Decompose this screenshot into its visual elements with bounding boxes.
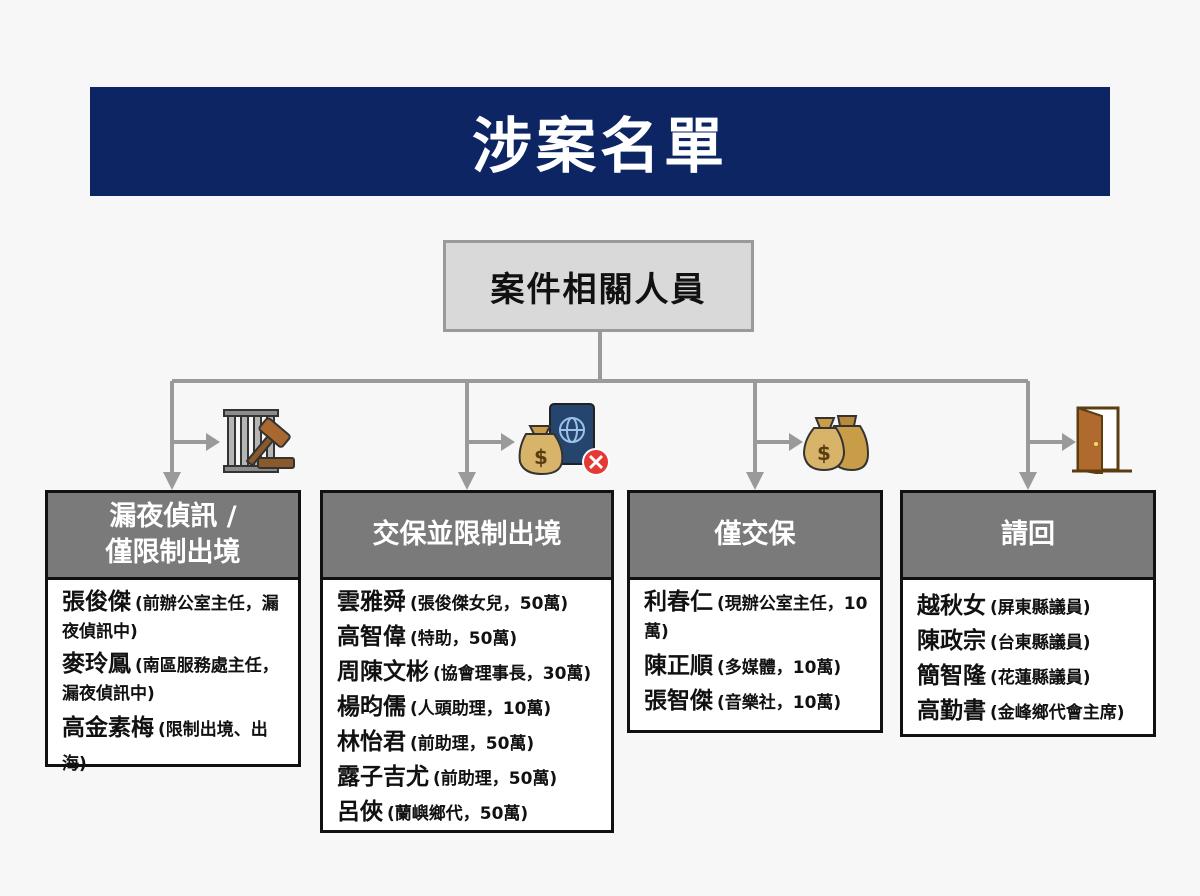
prison-gavel-icon (223, 409, 295, 473)
money-bag-passport-denied-icon: $ (518, 403, 610, 476)
list-item: 陳政宗(台東縣議員) (917, 628, 1091, 654)
list-item: 高金素梅(限制出境、出海) (62, 715, 268, 774)
list-item: 陳正順(多媒體，10萬) (644, 653, 842, 679)
group-header: 請回 (903, 493, 1153, 580)
list-item: 高勤書(金峰鄉代會主席) (917, 698, 1125, 724)
group-card-released: 請回 越秋女(屏東縣議員) 陳政宗(台東縣議員) 簡智隆(花蓮縣議員) 高勤書(… (900, 490, 1156, 737)
group-card-detained: 漏夜偵訊 / 僅限制出境 張俊傑(前辦公室主任，漏夜偵訊中) 麥玲鳳(南區服務處… (45, 490, 301, 774)
list-item: 林怡君(前助理，50萬) (337, 729, 535, 755)
open-door-icon (1072, 406, 1132, 474)
svg-text:$: $ (534, 445, 548, 469)
list-item: 楊昀儒(人頭助理，10萬) (337, 694, 552, 720)
list-item: 簡智隆(花蓮縣議員) (917, 663, 1091, 689)
list-item: 高智偉(特助，50萬) (337, 624, 518, 650)
list-item: 雲雅舜(張俊傑女兒，50萬) (337, 589, 569, 615)
page-title: 涉案名單 (90, 87, 1110, 196)
list-item: 越秋女(屏東縣議員) (917, 593, 1091, 619)
list-item: 周陳文彬(協會理事長，30萬) (337, 659, 592, 685)
group-header: 僅交保 (630, 493, 880, 580)
list-item: 露子吉尤(前助理，50萬) (337, 764, 558, 790)
list-item: 麥玲鳳(南區服務處主任，漏夜偵訊中) (62, 651, 279, 704)
list-item: 呂俠(蘭嶼鄉代，50萬) (337, 799, 529, 825)
group-card-bail-travel-ban: 交保並限制出境 雲雅舜(張俊傑女兒，50萬) 高智偉(特助，50萬) 周陳文彬(… (320, 490, 614, 833)
group-header: 交保並限制出境 (323, 493, 611, 580)
money-bags-icon: $ (802, 415, 870, 472)
svg-text:$: $ (817, 441, 831, 465)
list-item: 張俊傑(前辦公室主任，漏夜偵訊中) (62, 589, 279, 642)
list-item: 張智傑(音樂社，10萬) (644, 688, 842, 714)
group-header: 漏夜偵訊 / 僅限制出境 (48, 493, 298, 580)
root-node: 案件相關人員 (443, 240, 754, 332)
group-card-bail-only: 僅交保 利春仁(現辦公室主任，10萬) 陳正順(多媒體，10萬) 張智傑(音樂社… (627, 490, 883, 733)
list-item: 利春仁(現辦公室主任，10萬) (644, 589, 868, 642)
